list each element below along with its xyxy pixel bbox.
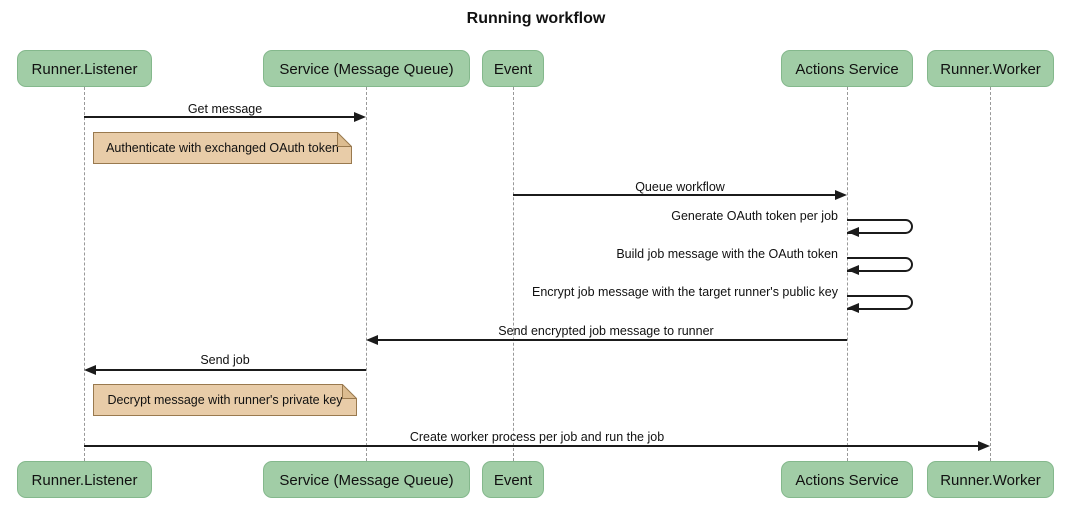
message-line-queue-workflow — [513, 194, 835, 196]
message-label-send-encrypted-job: Send encrypted job message to runner — [498, 324, 714, 338]
arrowhead-right-icon — [835, 190, 847, 200]
arrowhead-left-icon — [84, 365, 96, 375]
message-label-generate-oauth-token: Generate OAuth token per job — [671, 209, 838, 223]
message-line-create-worker-process — [84, 445, 978, 447]
actor-top-event: Event — [482, 50, 544, 87]
note-fold-corner-icon — [337, 132, 352, 147]
lifeline-event — [513, 87, 514, 461]
message-label-get-message: Get message — [187, 102, 263, 116]
message-label-encrypt-job-message: Encrypt job message with the target runn… — [531, 285, 838, 299]
actor-top-runner-listener: Runner.Listener — [17, 50, 152, 87]
actor-bottom-service-message-queue: Service (Message Queue) — [263, 461, 470, 498]
note-fold-corner-icon — [342, 384, 357, 399]
actor-bottom-runner-worker: Runner.Worker — [927, 461, 1054, 498]
actor-bottom-runner-listener: Runner.Listener — [17, 461, 152, 498]
actor-top-actions-service: Actions Service — [781, 50, 913, 87]
actor-top-runner-worker: Runner.Worker — [927, 50, 1054, 87]
actor-top-service-message-queue: Service (Message Queue) — [263, 50, 470, 87]
note-decrypt-private-key: Decrypt message with runner's private ke… — [93, 384, 357, 416]
arrowhead-right-icon — [978, 441, 990, 451]
message-label-create-worker-process: Create worker process per job and run th… — [409, 430, 665, 444]
message-line-get-message — [84, 116, 354, 118]
lifeline-runner-listener — [84, 87, 85, 461]
self-loop-encrypt-job-message — [847, 295, 913, 310]
self-loop-build-job-message — [847, 257, 913, 272]
message-label-send-job: Send job — [200, 353, 250, 367]
lifeline-service-message-queue — [366, 87, 367, 461]
arrowhead-left-icon — [847, 303, 859, 313]
arrowhead-left-icon — [366, 335, 378, 345]
message-label-build-job-message: Build job message with the OAuth token — [616, 247, 838, 261]
note-text: Decrypt message with runner's private ke… — [107, 393, 343, 407]
message-line-send-job — [95, 369, 366, 371]
arrowhead-left-icon — [847, 265, 859, 275]
actor-bottom-event: Event — [482, 461, 544, 498]
note-text: Authenticate with exchanged OAuth token — [106, 141, 339, 155]
self-loop-generate-oauth-token — [847, 219, 913, 234]
note-authenticate-oauth: Authenticate with exchanged OAuth token — [93, 132, 352, 164]
diagram-title: Running workflow — [466, 10, 606, 27]
message-label-queue-workflow: Queue workflow — [635, 180, 725, 194]
actor-bottom-actions-service: Actions Service — [781, 461, 913, 498]
arrowhead-right-icon — [354, 112, 366, 122]
lifeline-runner-worker — [990, 87, 991, 461]
arrowhead-left-icon — [847, 227, 859, 237]
message-line-send-encrypted-job — [377, 339, 847, 341]
